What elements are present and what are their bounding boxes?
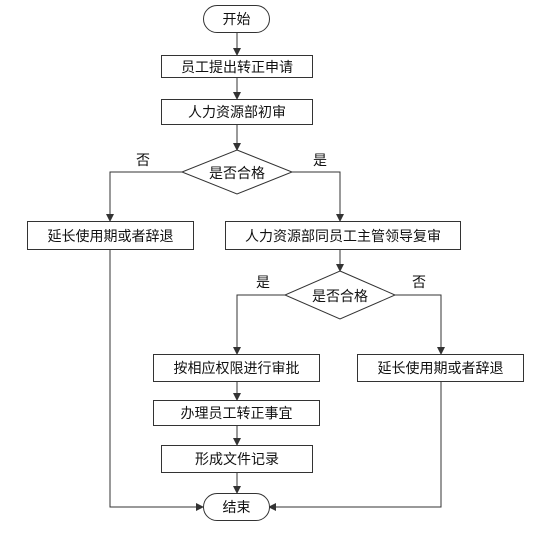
- branch-label-yes-2: 是: [256, 275, 270, 291]
- process-hr-initial-review: 人力资源部初审: [161, 99, 313, 125]
- arrow-left-to-end: [109, 250, 204, 511]
- arrow-right-to-end: [268, 382, 442, 511]
- branch-label-yes-1: 是: [313, 153, 327, 169]
- process-handle-regularization: 办理员工转正事宜: [153, 400, 320, 426]
- start-terminator: 开始: [203, 5, 270, 33]
- decision-2-diamond: [283, 270, 397, 320]
- process-no-extend-or-dismiss-left: 延长使用期或者辞退: [27, 221, 194, 250]
- process-joint-review: 人力资源部同员工主管领导复审: [225, 221, 461, 250]
- process-employee-apply: 员工提出转正申请: [161, 55, 313, 78]
- arrow-decision2-no: [395, 294, 445, 355]
- process-approve-by-authority: 按相应权限进行审批: [153, 354, 320, 382]
- decision-2-label: 是否合格: [312, 289, 368, 305]
- decision-1-diamond: [180, 149, 294, 195]
- branch-label-no-2: 否: [412, 275, 426, 291]
- end-terminator: 结束: [203, 493, 270, 521]
- process-record-documents: 形成文件记录: [161, 445, 313, 473]
- decision-1-label: 是否合格: [209, 166, 265, 182]
- branch-label-no-1: 否: [136, 153, 150, 169]
- arrow-decision1-no: [106, 171, 182, 222]
- arrow-decision1-yes: [292, 171, 344, 222]
- arrow-decision2-yes: [233, 294, 285, 355]
- process-no-extend-or-dismiss-right: 延长使用期或者辞退: [357, 354, 524, 382]
